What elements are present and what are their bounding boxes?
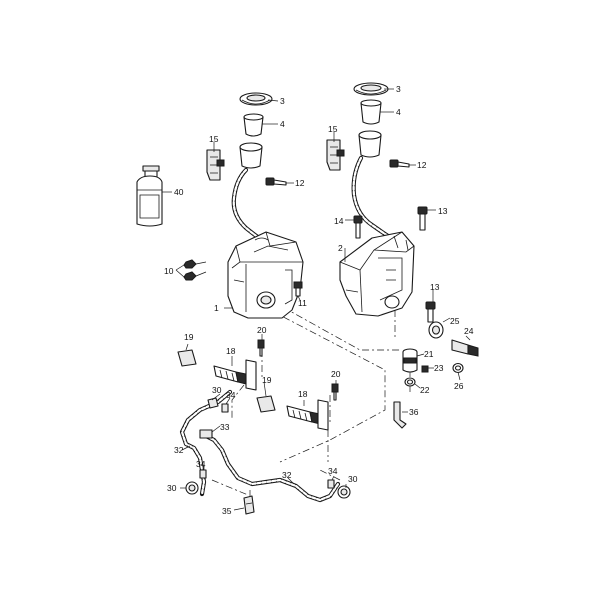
screw-23 [421,365,429,373]
connector-30-left [185,481,199,495]
nozzle-18-left [213,359,257,391]
bolt-14 [353,215,363,239]
nozzle-18-right [286,399,329,431]
holder-right [326,139,345,171]
level-sensor-24 [451,339,479,357]
callout-23: 23 [434,363,444,373]
callout-26: 26 [454,381,464,391]
leader-lines [162,88,471,511]
screw-11 [293,281,303,297]
callout-14: 14 [334,216,344,226]
filler-cap-right [353,82,389,96]
assembly-lines [211,299,411,500]
callout-35: 35 [222,506,232,516]
grommet-25 [428,321,444,339]
bolt-13-top [417,206,428,231]
callout-19-left: 19 [184,332,194,342]
bolt-13-bottom [425,301,436,323]
holder-left [206,149,225,181]
filler-cap-left [239,92,273,106]
washer-pump-21 [402,348,418,373]
washer-reservoir-right [339,231,415,317]
o-ring-26 [452,362,464,374]
clip-34-upper [221,403,229,413]
cap-19-left [177,349,197,367]
callout-24: 24 [464,326,474,336]
callout-33: 33 [220,422,230,432]
nuts-10 [183,259,197,281]
callout-15-right: 15 [328,124,338,134]
callout-30-left: 30 [167,483,177,493]
clip-34-right [327,479,335,489]
callout-32-left: 32 [174,445,184,455]
callout-34-upper: 34 [226,390,236,400]
callout-18-left: 18 [226,346,236,356]
connector-30-right [337,485,351,499]
bolt-12-right [389,159,410,168]
callout-22: 22 [420,385,430,395]
callout-12-right: 12 [417,160,427,170]
callout-13-top: 13 [438,206,448,216]
callout-30-upper: 30 [212,385,222,395]
filler-neck-right [351,130,391,239]
callout-40: 40 [174,187,184,197]
callout-2: 2 [338,243,343,253]
callout-4-left: 4 [280,119,285,129]
clip-20-right [331,383,339,401]
cap-19-right [256,395,276,413]
washer-fluid-bottle [136,165,163,227]
callout-3-left: 3 [280,96,285,106]
connector-36 [393,401,407,429]
callout-36: 36 [409,407,419,417]
callout-1: 1 [214,303,219,313]
callout-13-bottom: 13 [430,282,440,292]
callout-18-right: 18 [298,389,308,399]
callout-20-left: 20 [257,325,267,335]
callout-34-right: 34 [328,466,338,476]
callout-19-right: 19 [262,375,272,385]
callout-20-right: 20 [331,369,341,379]
strainer-left [243,113,264,137]
callout-30-right: 30 [348,474,358,484]
callout-11: 11 [298,298,307,308]
callout-25: 25 [450,316,460,326]
grommet-22 [404,377,416,387]
t-piece-33 [199,429,213,439]
clip-34-lower [199,469,207,479]
bolt-12-left [265,177,287,186]
washer-reservoir-left [227,231,304,319]
callout-21: 21 [424,349,434,359]
callout-34-lower: 34 [196,459,206,469]
strainer-right [360,99,382,125]
filler-neck-left [231,142,265,243]
holder-35 [243,495,255,515]
callout-15-left: 15 [209,134,219,144]
callout-labels: 1 2 3 3 4 4 10 11 12 12 13 13 14 15 15 1… [164,84,474,516]
clip-20-left [257,339,265,357]
callout-10: 10 [164,266,174,276]
callout-12-left: 12 [295,178,305,188]
callout-32-bottom: 32 [282,470,292,480]
callout-4-right: 4 [396,107,401,117]
callout-3-right: 3 [396,84,401,94]
